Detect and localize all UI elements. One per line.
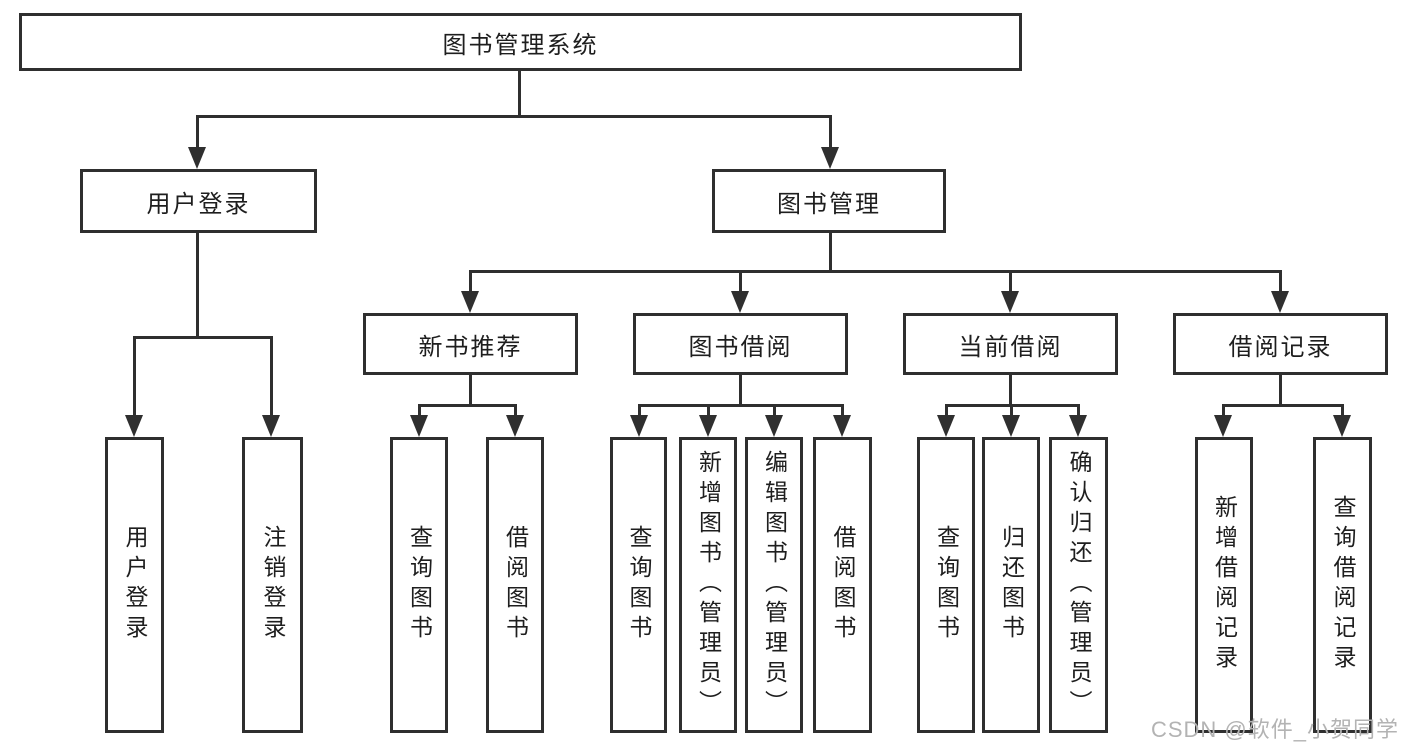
node-root: 图书管理系统 xyxy=(19,13,1022,71)
leaf-logout-label: 注销登录 xyxy=(260,525,286,645)
connector-root-rail xyxy=(196,115,832,118)
connector-drop-bb-add xyxy=(707,404,710,418)
node-book-mgmt-branch-label: 图书管理 xyxy=(777,190,881,218)
arrow-down-icon xyxy=(630,415,648,437)
connector-user-login-stem xyxy=(196,233,199,336)
connector-borrow-record-rail xyxy=(1222,404,1343,407)
leaf-bb-add-books-label: 新增图书（管理员） xyxy=(695,450,722,720)
connector-current-borrow-stem xyxy=(1009,375,1012,406)
connector-book-borrow-rail xyxy=(638,404,843,407)
leaf-rec-query-books-label: 查询图书 xyxy=(406,525,433,645)
connector-drop-cb-confirm xyxy=(1077,404,1080,418)
arrow-down-icon xyxy=(1333,415,1351,437)
node-current-borrow: 当前借阅 xyxy=(903,313,1118,375)
leaf-cb-confirm-return: 确认归还（管理员） xyxy=(1049,437,1108,733)
leaf-bb-add-books: 新增图书（管理员） xyxy=(679,437,737,733)
leaf-cb-query-books: 查询图书 xyxy=(917,437,975,733)
leaf-br-add-record-label: 新增借阅记录 xyxy=(1211,495,1238,675)
connector-drop-rec-borrow xyxy=(514,404,517,418)
leaf-cb-query-books-label: 查询图书 xyxy=(933,525,960,645)
leaf-bb-borrow-books-label: 借阅图书 xyxy=(830,525,856,645)
arrow-down-icon xyxy=(125,415,143,437)
connector-drop-user-login xyxy=(196,115,199,149)
connector-drop-new-book-rec xyxy=(469,270,472,292)
node-new-book-rec: 新书推荐 xyxy=(363,313,578,375)
csdn-watermark: CSDN @软件_小贺同学 xyxy=(1150,717,1399,742)
leaf-bb-edit-books-label: 编辑图书（管理员） xyxy=(761,450,788,720)
node-book-borrow: 图书借阅 xyxy=(633,313,848,375)
arrow-down-icon xyxy=(833,415,851,437)
connector-drop-br-query xyxy=(1341,404,1344,418)
arrow-down-icon xyxy=(1069,415,1087,437)
leaf-cb-return-books: 归还图书 xyxy=(982,437,1040,733)
leaf-br-query-record: 查询借阅记录 xyxy=(1313,437,1372,733)
arrow-down-icon xyxy=(1001,291,1019,313)
node-book-mgmt-branch: 图书管理 xyxy=(712,169,946,233)
connector-drop-book-borrow xyxy=(739,270,742,292)
arrow-down-icon xyxy=(699,415,717,437)
leaf-bb-query-books-label: 查询图书 xyxy=(626,525,652,645)
connector-drop-borrow-record xyxy=(1279,270,1282,292)
connector-drop-leaf-logout xyxy=(270,336,273,417)
connector-book-mgmt-stem xyxy=(829,233,832,272)
node-borrow-record: 借阅记录 xyxy=(1173,313,1388,375)
leaf-cb-return-books-label: 归还图书 xyxy=(998,525,1025,645)
connector-drop-bb-edit xyxy=(773,404,776,418)
connector-drop-rec-query xyxy=(418,404,421,418)
connector-drop-book-mgmt xyxy=(829,115,832,149)
leaf-bb-query-books: 查询图书 xyxy=(610,437,667,733)
connector-book-mgmt-rail xyxy=(469,270,1282,273)
leaf-logout: 注销登录 xyxy=(242,437,303,733)
node-root-label: 图书管理系统 xyxy=(442,31,599,59)
leaf-user-login: 用户登录 xyxy=(105,437,164,733)
leaf-user-login-label: 用户登录 xyxy=(122,525,148,645)
node-current-borrow-label: 当前借阅 xyxy=(958,333,1063,361)
arrow-down-icon xyxy=(731,291,749,313)
leaf-br-add-record: 新增借阅记录 xyxy=(1195,437,1253,733)
leaf-bb-borrow-books: 借阅图书 xyxy=(813,437,872,733)
node-borrow-record-label: 借阅记录 xyxy=(1228,333,1333,361)
connector-user-login-rail xyxy=(133,336,273,339)
connector-borrow-record-stem xyxy=(1279,375,1282,406)
arrow-down-icon xyxy=(937,415,955,437)
connector-drop-bb-query xyxy=(638,404,641,418)
connector-drop-current-borrow xyxy=(1009,270,1012,292)
arrow-down-icon xyxy=(188,147,206,169)
leaf-bb-edit-books: 编辑图书（管理员） xyxy=(745,437,803,733)
arrow-down-icon xyxy=(1214,415,1232,437)
node-book-borrow-label: 图书借阅 xyxy=(688,333,793,361)
connector-book-borrow-stem xyxy=(739,375,742,406)
connector-drop-cb-query xyxy=(945,404,948,418)
node-new-book-rec-label: 新书推荐 xyxy=(418,333,523,361)
arrow-down-icon xyxy=(410,415,428,437)
leaf-rec-query-books: 查询图书 xyxy=(390,437,448,733)
leaf-rec-borrow-books: 借阅图书 xyxy=(486,437,544,733)
arrow-down-icon xyxy=(1271,291,1289,313)
arrow-down-icon xyxy=(1002,415,1020,437)
node-user-login-branch-label: 用户登录 xyxy=(146,190,251,218)
arrow-down-icon xyxy=(461,291,479,313)
arrow-down-icon xyxy=(262,415,280,437)
connector-new-book-rec-stem xyxy=(469,375,472,406)
connector-drop-leaf-user-login xyxy=(133,336,136,417)
leaf-br-query-record-label: 查询借阅记录 xyxy=(1330,495,1356,675)
arrow-down-icon xyxy=(821,147,839,169)
connector-new-book-rec-rail xyxy=(418,404,517,407)
node-user-login-branch: 用户登录 xyxy=(80,169,317,233)
leaf-rec-borrow-books-label: 借阅图书 xyxy=(502,525,529,645)
connector-drop-cb-return xyxy=(1010,404,1013,418)
arrow-down-icon xyxy=(765,415,783,437)
leaf-cb-confirm-return-label: 确认归还（管理员） xyxy=(1066,450,1092,720)
connector-drop-br-add xyxy=(1222,404,1225,418)
connector-root-stem xyxy=(518,70,521,117)
arrow-down-icon xyxy=(506,415,524,437)
connector-drop-bb-borrow xyxy=(841,404,844,418)
